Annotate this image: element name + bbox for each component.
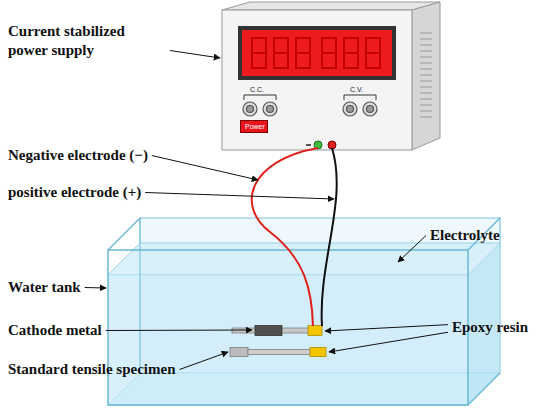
part-label: Negative electrode (−)	[8, 146, 148, 165]
leader-arrow	[170, 51, 220, 59]
leader-arrow	[180, 352, 228, 370]
leader-arrow	[152, 156, 258, 181]
leader-arrow	[106, 330, 252, 332]
part-label: positive electrode (+)	[8, 183, 141, 202]
leader-arrow	[85, 287, 106, 289]
power-button: Power	[240, 120, 268, 133]
leader-arrow	[329, 332, 448, 352]
part-label: Current stabilized power supply	[8, 22, 166, 60]
part-label: Electrolyte	[430, 226, 500, 245]
leader-arrow	[398, 236, 426, 263]
part-label: Water tank	[8, 278, 81, 297]
knob-label: C.V.	[350, 86, 363, 94]
black-wire	[322, 148, 337, 326]
tensile-specimen	[230, 348, 326, 357]
part-label: Standard tensile specimen	[8, 360, 176, 379]
button-text: Power	[245, 123, 263, 131]
red-wire	[252, 148, 318, 326]
leader-arrow	[325, 325, 448, 331]
power-supply	[222, 2, 440, 150]
part-label: Cathode metal	[8, 321, 102, 340]
part-label: Epoxy resin	[452, 318, 528, 337]
knob-label: C.C.	[250, 86, 264, 94]
leader-arrow	[145, 193, 334, 200]
